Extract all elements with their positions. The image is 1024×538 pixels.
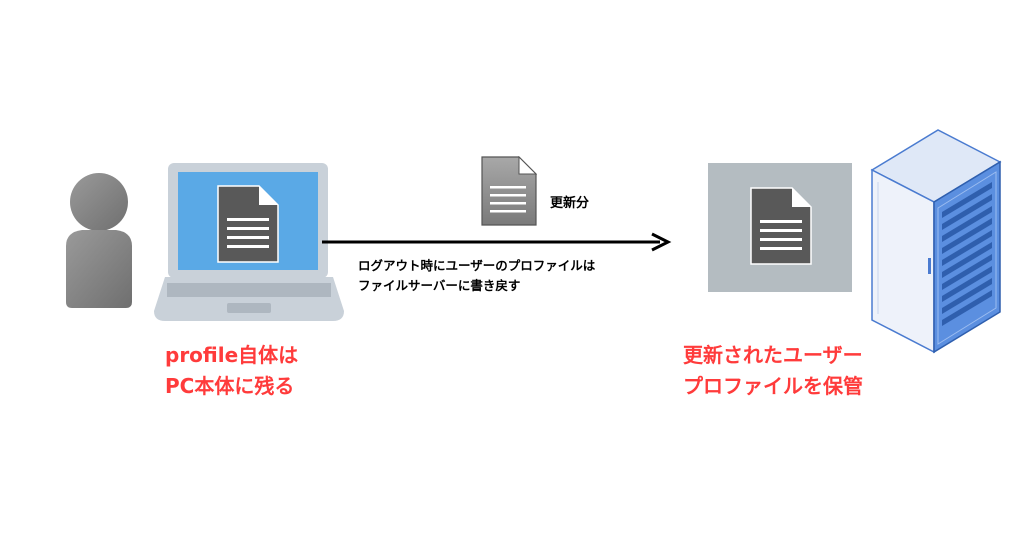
left-caption-line1: profile自体は xyxy=(165,343,299,367)
arrow-icon xyxy=(322,232,674,252)
left-caption-line2: PC本体に残る xyxy=(165,374,295,398)
updated-document-icon xyxy=(481,156,537,226)
stored-document-icon xyxy=(750,187,812,265)
arrow-caption-line1: ログアウト時にユーザーのプロファイルは xyxy=(358,258,596,273)
arrow-caption-line2: ファイルサーバーに書き戻す xyxy=(358,278,521,293)
server-rack-icon xyxy=(868,126,1004,354)
update-label: 更新分 xyxy=(550,196,590,211)
document-icon xyxy=(217,185,279,263)
right-caption-line1: 更新されたユーザー xyxy=(683,343,863,367)
user-person-icon xyxy=(60,172,138,310)
right-caption-line2: プロファイルを保管 xyxy=(683,374,863,398)
